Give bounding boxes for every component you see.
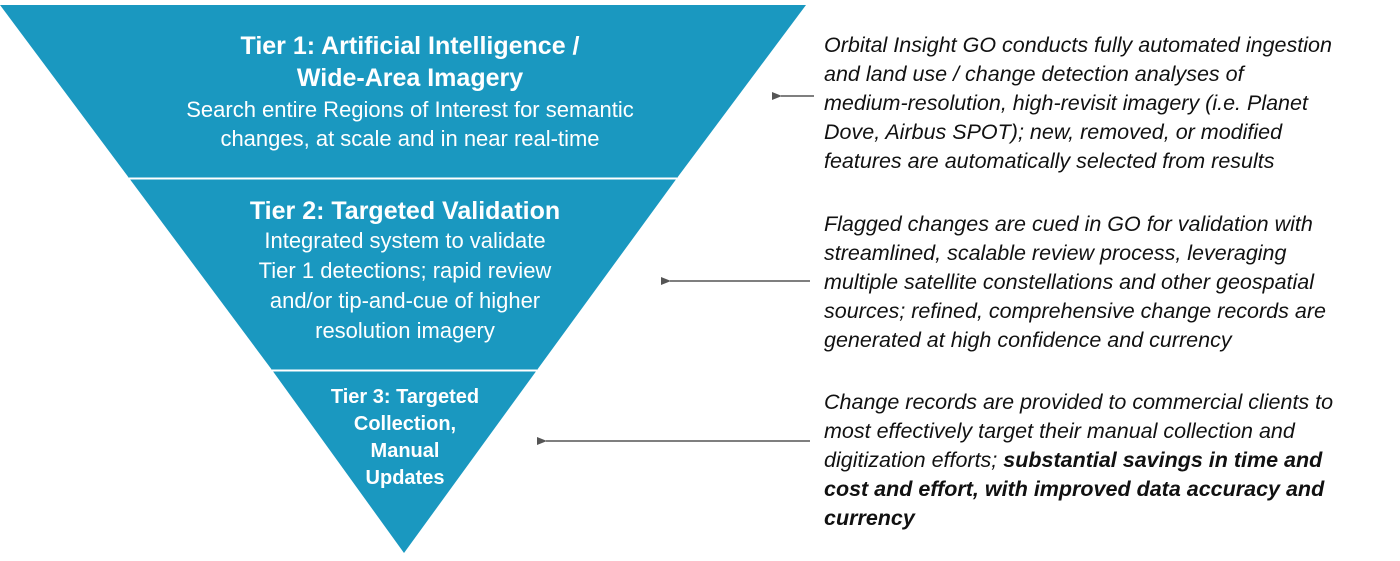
description-emphasis-line: cost and effort, with improved data accu…: [824, 477, 1325, 501]
description-line: generated at high confidence and currenc…: [824, 328, 1232, 352]
description-line: multiple satellite constellations and ot…: [824, 270, 1315, 294]
description-text: digitization efforts;: [824, 448, 1004, 472]
tier-2-body: Integrated system to validate Tier 1 det…: [200, 226, 610, 346]
tier-3-heading-line: Updates: [365, 467, 445, 489]
tier-2-body-line: and/or tip-and-cue of higher: [269, 288, 541, 313]
tier-3-heading-line: Tier 3: Targeted: [330, 386, 480, 408]
description-line: medium-resolution, high-revisit imagery …: [824, 91, 1308, 115]
tier-2-segment: [129, 178, 677, 370]
description-line: sources; refined, comprehensive change r…: [824, 299, 1326, 323]
description-line: features are automatically selected from…: [824, 149, 1275, 173]
tier-1-heading-line: Wide-Area Imagery: [296, 64, 524, 92]
tier-1-heading: Tier 1: Artificial Intelligence / Wide-A…: [120, 30, 700, 94]
description-line: digitization efforts; substantial saving…: [824, 446, 1399, 475]
description-line: Orbital Insight GO conducts fully automa…: [824, 33, 1332, 57]
tier-3-heading-line: Collection,: [353, 413, 457, 435]
tier-2-heading: Tier 2: Targeted Validation: [200, 196, 610, 226]
tier-1-text: Tier 1: Artificial Intelligence / Wide-A…: [120, 30, 700, 153]
description-line: Flagged changes are cued in GO for valid…: [824, 212, 1313, 236]
tier-1-heading-line: Tier 1: Artificial Intelligence /: [240, 32, 580, 60]
tier-3-segment: [272, 370, 537, 553]
tier-1-body-line: changes, at scale and in near real-time: [220, 126, 600, 151]
tier-1-body-line: Search entire Regions of Interest for se…: [186, 97, 634, 122]
tier-1-segment: [0, 5, 806, 178]
tier-3-heading: Tier 3: Targeted Collection, Manual Upda…: [300, 384, 510, 492]
tier-2-text: Tier 2: Targeted Validation Integrated s…: [200, 196, 610, 346]
description-emphasis: substantial savings in time and: [1003, 448, 1323, 472]
tier-3-heading-line: Manual: [370, 440, 440, 462]
description-emphasis-line: currency: [824, 506, 915, 530]
description-line: Dove, Airbus SPOT); new, removed, or mod…: [824, 120, 1283, 144]
tier-2-heading-line: Tier 2: Targeted Validation: [249, 197, 561, 225]
description-line: Change records are provided to commercia…: [824, 390, 1334, 414]
description-line: most effectively target their manual col…: [824, 419, 1295, 443]
tier-3-text: Tier 3: Targeted Collection, Manual Upda…: [300, 384, 510, 492]
tier-1-description: Orbital Insight GO conducts fully automa…: [824, 31, 1399, 176]
tier-3-description: Change records are provided to commercia…: [824, 388, 1399, 533]
description-line: streamlined, scalable review process, le…: [824, 241, 1287, 265]
tier-1-body: Search entire Regions of Interest for se…: [120, 95, 700, 153]
tier-2-body-line: Integrated system to validate: [264, 228, 546, 253]
description-line: and land use / change detection analyses…: [824, 62, 1244, 86]
tier-2-description: Flagged changes are cued in GO for valid…: [824, 210, 1399, 355]
tier-2-body-line: resolution imagery: [315, 318, 495, 343]
tier-2-body-line: Tier 1 detections; rapid review: [258, 258, 552, 283]
